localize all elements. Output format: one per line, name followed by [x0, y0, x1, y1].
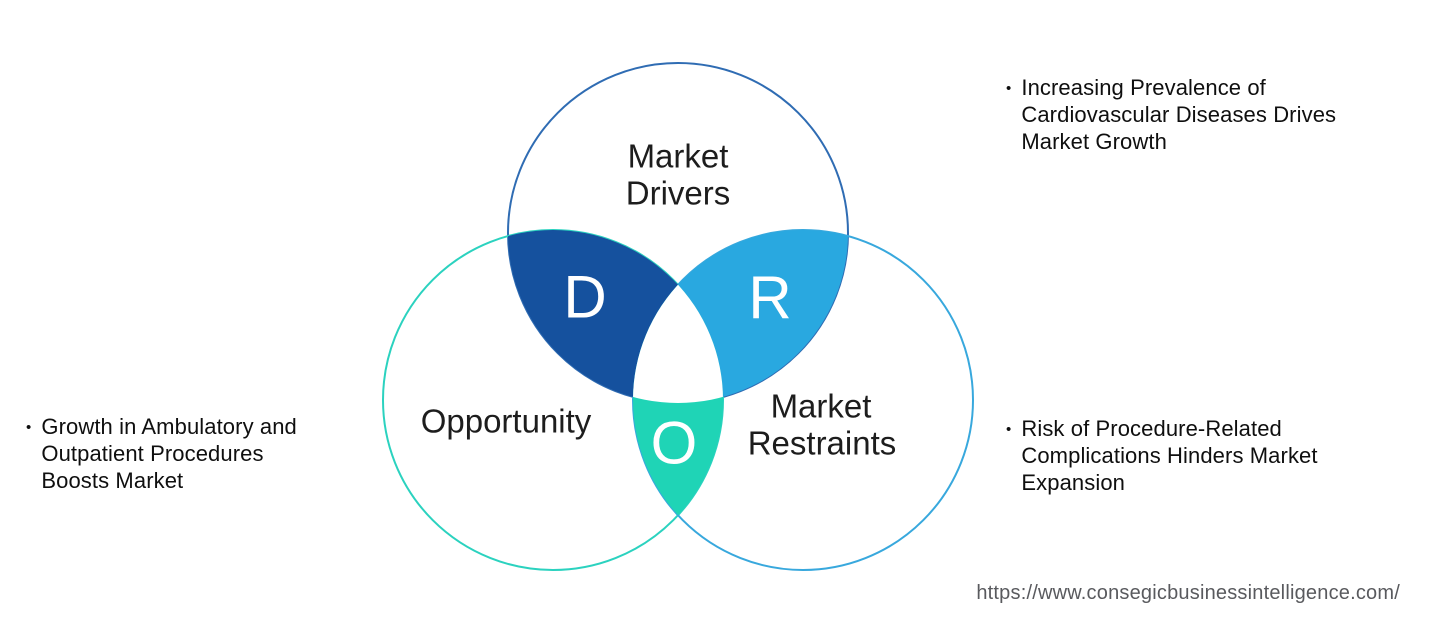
restraints-label-line1: Market [771, 388, 872, 425]
source-url: https://www.consegicbusinessintelligence… [976, 582, 1400, 604]
drivers-label-line1: Market [628, 138, 729, 175]
bullet-icon: • [26, 419, 32, 436]
letter-r: R [748, 265, 791, 332]
restraint-note-line: Risk of Procedure-Related [1021, 416, 1282, 441]
opportunity-note-line: Boosts Market [41, 468, 184, 493]
opportunity-note: • Growth in Ambulatory and Outpatient Pr… [26, 413, 386, 494]
driver-note-line: Market Growth [1021, 129, 1167, 154]
driver-note-line: Increasing Prevalence of [1021, 75, 1266, 100]
opportunity-note-line: Outpatient Procedures [41, 441, 264, 466]
drivers-label-line2: Drivers [626, 175, 731, 212]
restraint-note-line: Complications Hinders Market [1021, 443, 1318, 468]
bullet-icon: • [1006, 80, 1012, 97]
restraint-note: • Risk of Procedure-Related Complication… [1006, 415, 1406, 496]
opportunity-note-line: Growth in Ambulatory and [41, 414, 297, 439]
restraint-note-line: Expansion [1021, 470, 1125, 495]
restraints-label-line2: Restraints [748, 425, 897, 462]
driver-note-line: Cardiovascular Diseases Drives [1021, 102, 1337, 127]
bullet-icon: • [1006, 421, 1012, 438]
letter-d: D [563, 264, 606, 331]
driver-note: • Increasing Prevalence of Cardiovascula… [1006, 74, 1406, 155]
letter-o: O [651, 410, 698, 477]
opportunity-label: Opportunity [421, 403, 592, 440]
